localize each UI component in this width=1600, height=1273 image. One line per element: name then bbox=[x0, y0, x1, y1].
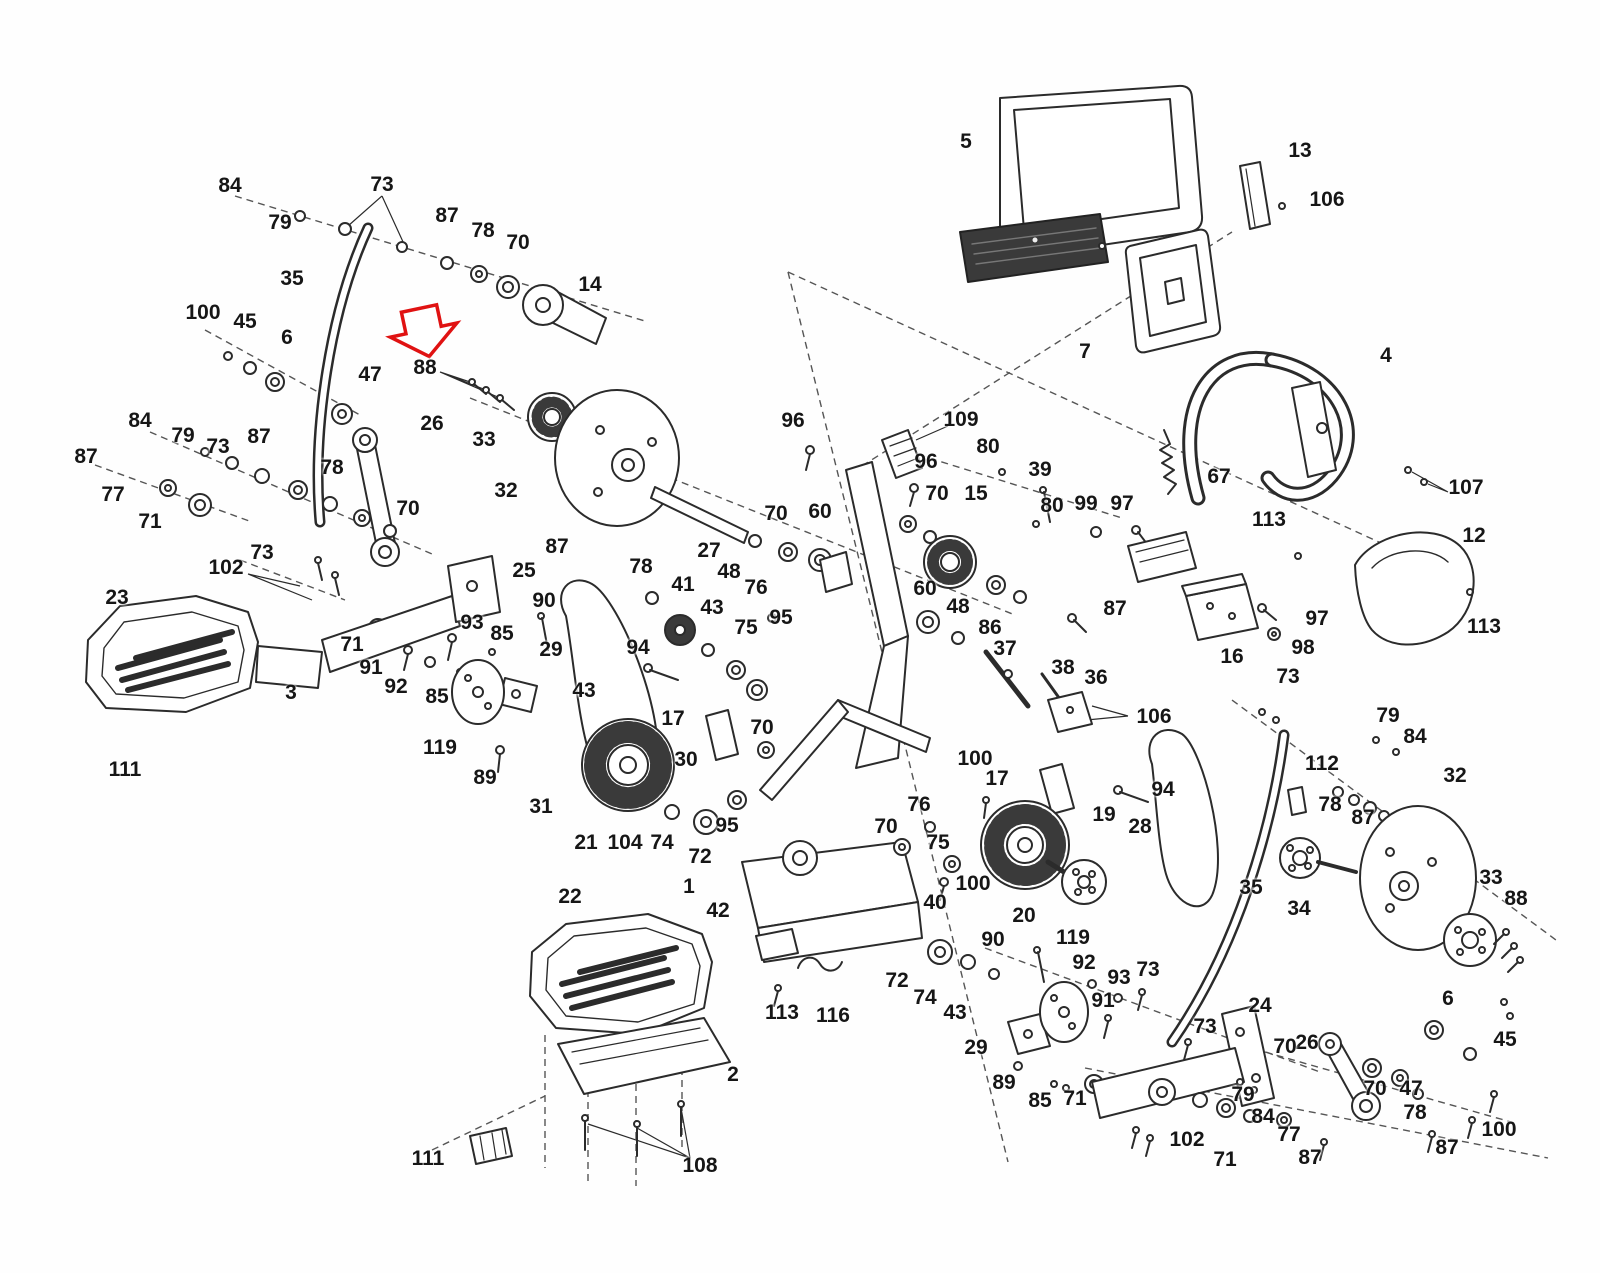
console-display bbox=[959, 84, 1204, 283]
tension-spring bbox=[1159, 429, 1177, 495]
center-frame bbox=[741, 461, 931, 1007]
grip-tube bbox=[1239, 161, 1286, 230]
highlight-arrow-icon bbox=[385, 302, 462, 359]
right-pulley-crank bbox=[893, 800, 1107, 905]
left-lower-hardware bbox=[495, 591, 777, 773]
right-belt-assembly bbox=[982, 728, 1219, 908]
right-flywheel-assembly bbox=[1258, 708, 1524, 1020]
upper-left-hardware bbox=[223, 351, 353, 425]
center-pulley-hardware bbox=[805, 429, 1151, 733]
bottom-center-hardware bbox=[927, 939, 1192, 1094]
left-crank-arm bbox=[352, 427, 400, 567]
side-shroud bbox=[1294, 466, 1475, 646]
left-link-hardware bbox=[368, 612, 549, 725]
bottom-pedal-assembly bbox=[469, 913, 731, 1165]
right-lower-assembly bbox=[1091, 1005, 1498, 1161]
right-handle-tube bbox=[1166, 729, 1290, 1048]
lower-left-hardware bbox=[159, 447, 397, 596]
left-handle-tube bbox=[312, 222, 374, 528]
tablet-holder bbox=[1124, 228, 1222, 354]
rail-bracket-assembly bbox=[1127, 531, 1281, 641]
handlebar bbox=[1182, 351, 1355, 506]
top-left-hardware bbox=[294, 210, 607, 345]
left-belt-and-pulley bbox=[560, 579, 747, 835]
left-pedal-assembly bbox=[85, 555, 501, 713]
left-flywheel-disc bbox=[554, 389, 832, 572]
